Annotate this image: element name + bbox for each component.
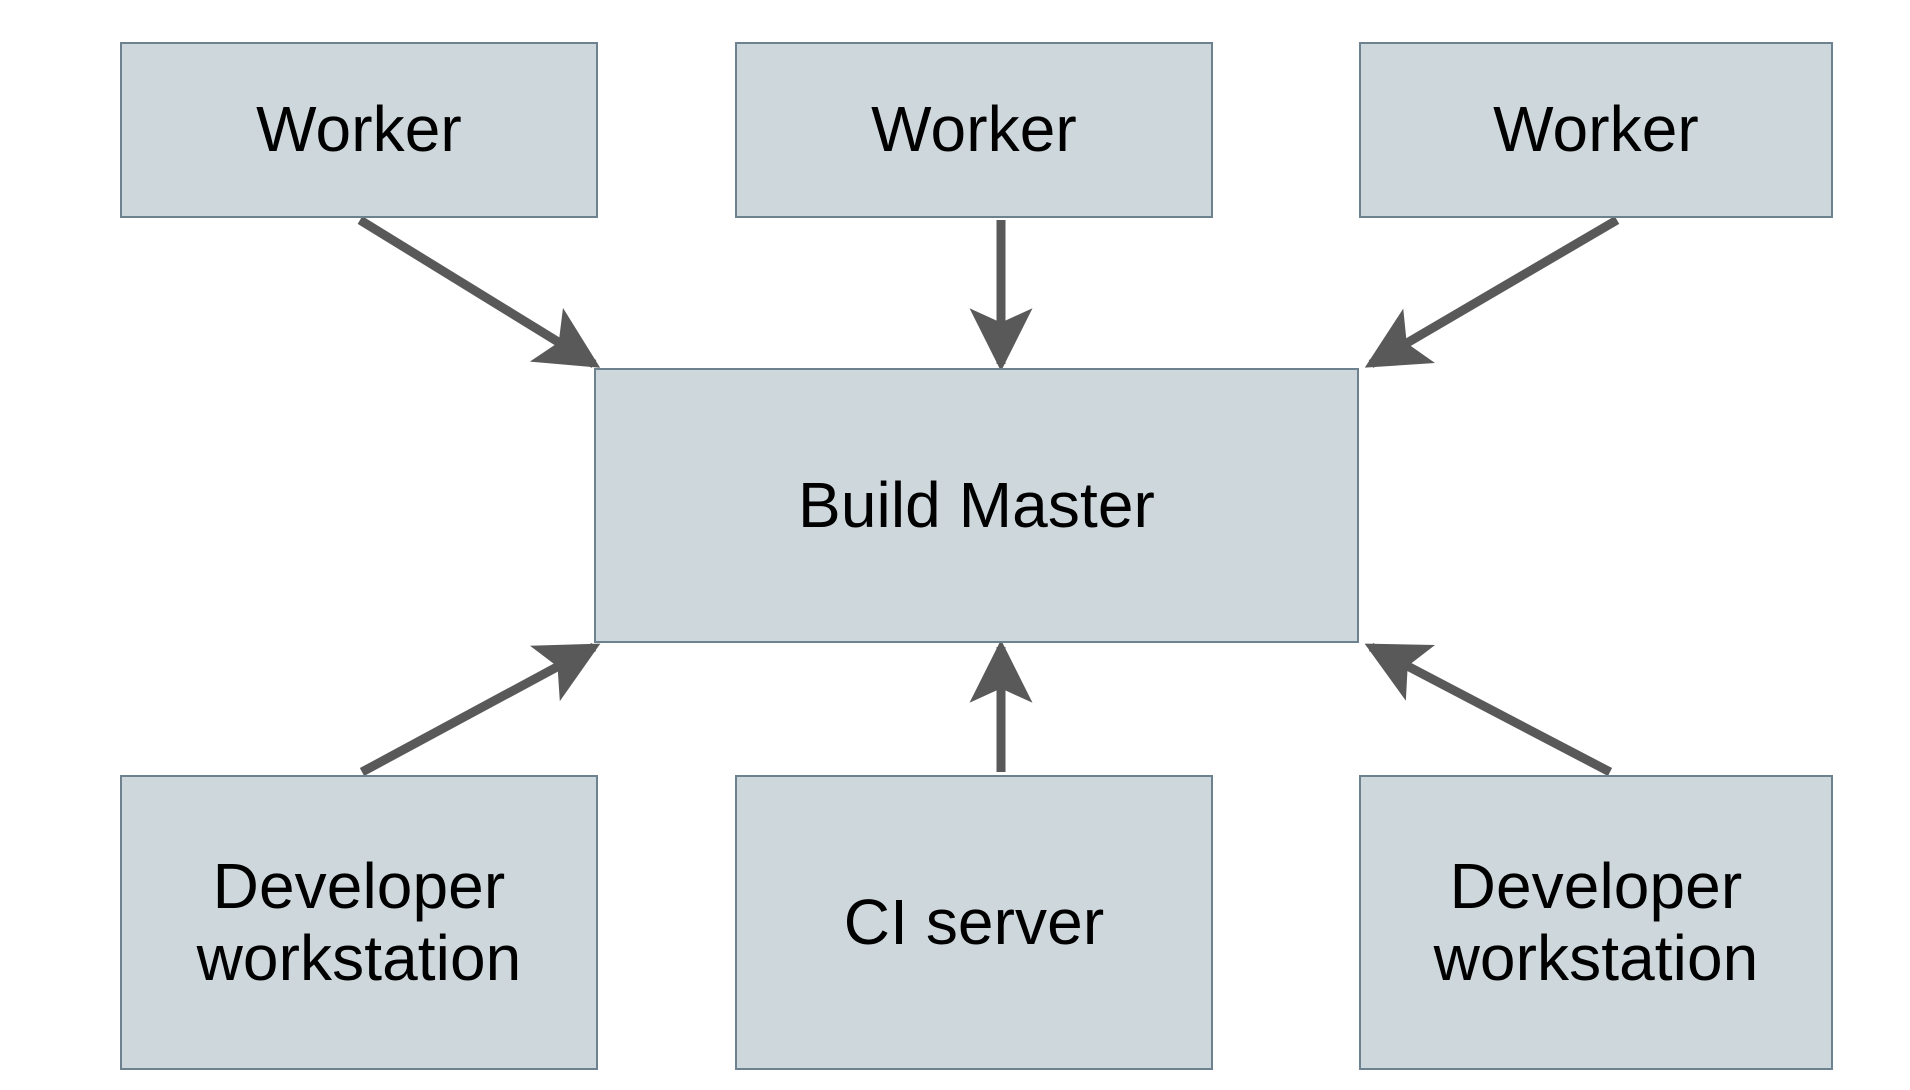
edge-dev-right-to-build-master xyxy=(1364,643,1613,776)
edge-worker-1-to-build-master xyxy=(357,216,601,368)
node-ci-server[interactable]: CI server xyxy=(735,775,1213,1070)
node-worker-1[interactable]: Worker xyxy=(120,42,598,218)
node-ci-server-label: CI server xyxy=(843,885,1105,958)
node-developer-workstation-left[interactable]: Developer workstation xyxy=(120,775,598,1070)
node-developer-workstation-left-label: Developer workstation xyxy=(196,849,522,994)
node-worker-2-label: Worker xyxy=(871,93,1077,166)
edge-worker-3-to-build-master xyxy=(1364,216,1620,368)
edge-dev-left-to-build-master xyxy=(359,643,601,776)
node-worker-3-label: Worker xyxy=(1493,93,1699,166)
node-worker-1-label: Worker xyxy=(256,93,462,166)
node-developer-workstation-right[interactable]: Developer workstation xyxy=(1359,775,1833,1070)
node-developer-workstation-right-label: Developer workstation xyxy=(1433,849,1759,994)
node-worker-3[interactable]: Worker xyxy=(1359,42,1833,218)
node-build-master[interactable]: Build Master xyxy=(594,368,1359,643)
node-build-master-label: Build Master xyxy=(798,468,1155,541)
node-worker-2[interactable]: Worker xyxy=(735,42,1213,218)
